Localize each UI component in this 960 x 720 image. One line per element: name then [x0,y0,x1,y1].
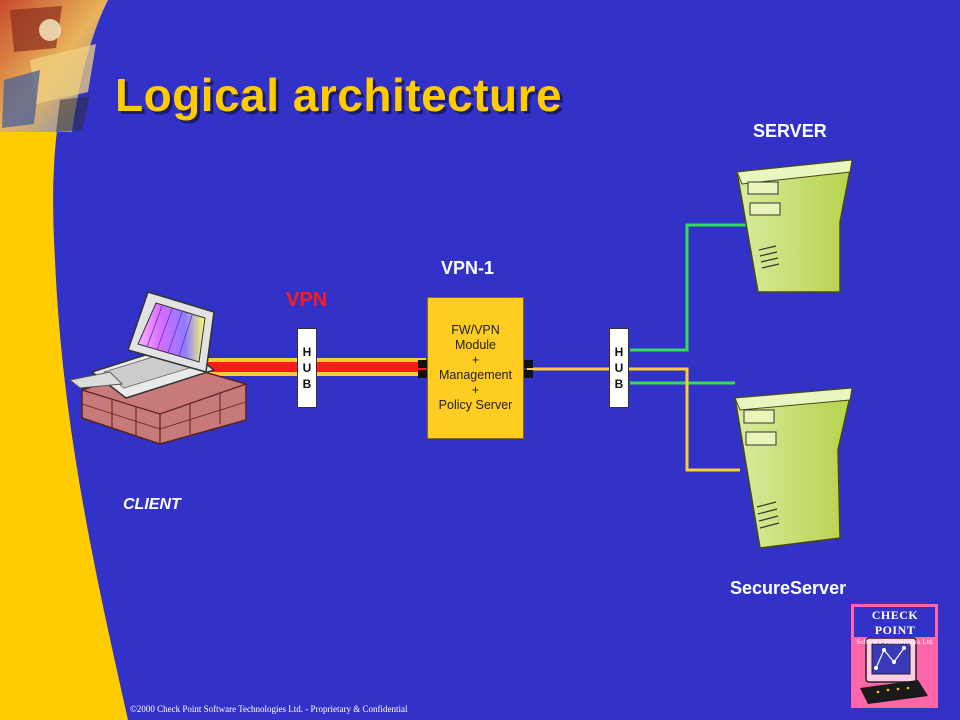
firewall-line: Module [455,338,496,352]
vpn1-label: VPN-1 [441,258,495,278]
firewall-line: Management [439,368,512,382]
hub-letter: B [302,377,312,391]
slide-title: Logical architecture [115,69,563,121]
secure-server-icon [734,387,853,549]
hub-letter: U [614,361,624,375]
firewall-box: FW/VPN Module + Management + Policy Serv… [427,297,524,439]
hub-right: H U B [609,328,629,408]
yellow-link [527,367,740,472]
firewall-line: Policy Server [438,398,513,412]
hub-letter: H [614,345,624,359]
green-link-top [630,223,755,352]
checkpoint-logo-text: CHECK POINT Software Technologies Ltd. [853,608,937,646]
firewall-line: + [471,353,480,367]
fw-connector-right-top [524,360,533,368]
vpn-tunnel [208,358,426,376]
firewall-line: FW/VPN [451,323,500,337]
hub-left: H U B [297,328,317,408]
server-icon [736,159,853,293]
sidebar-swoosh [0,0,128,720]
copyright-footer: ©2000 Check Point Software Technologies … [130,704,408,714]
logo-subtitle: Software Technologies Ltd. [856,638,934,646]
fw-connector-right-bottom [524,370,533,378]
logo-title: CHECK POINT [871,608,919,637]
hub-letter: B [614,377,624,391]
server-label: SERVER [753,121,827,141]
checkpoint-logo [851,604,938,708]
secure-server-label: SecureServer [730,578,847,598]
client-label: CLIENT [123,496,181,513]
vpn-label: VPN [286,289,328,311]
hub-letter: U [302,361,312,375]
client-laptop-icon [68,291,247,445]
hub-letter: H [302,345,312,359]
fw-connector-left-top [418,360,427,368]
firewall-line: + [471,383,480,397]
corner-illustration [0,0,108,132]
fw-connector-left-bottom [418,370,427,378]
